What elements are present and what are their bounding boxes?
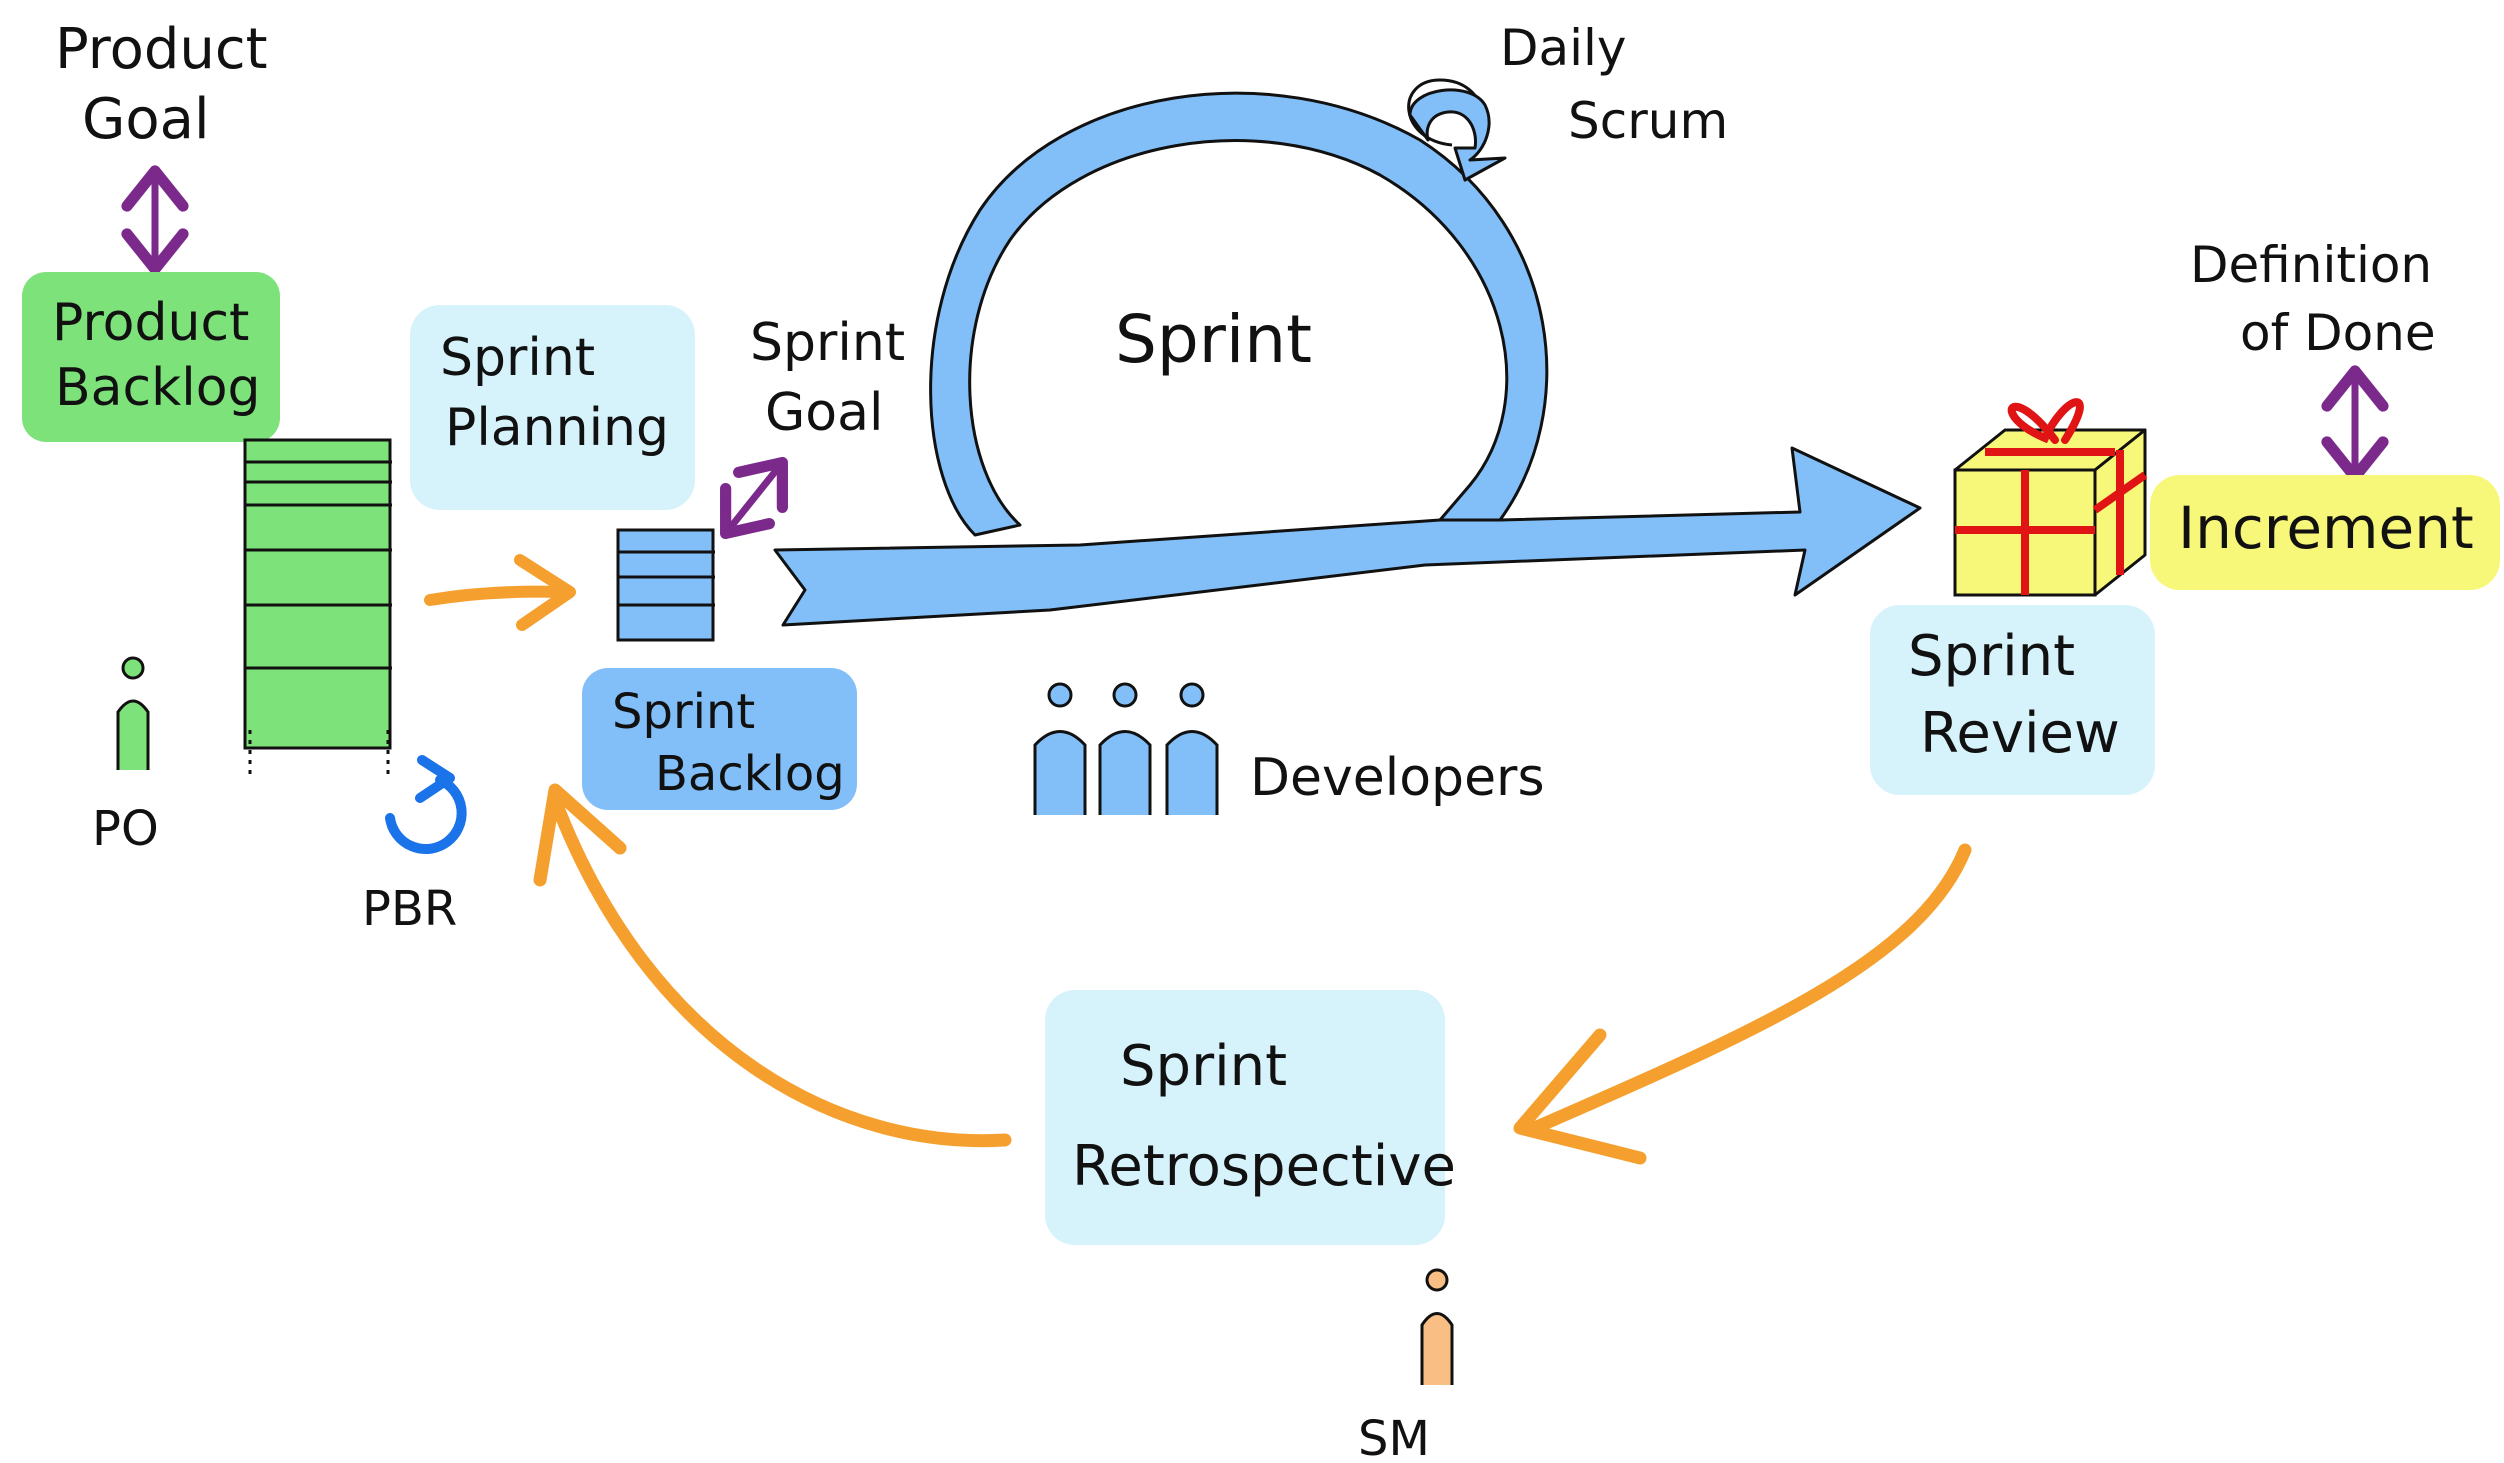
definition-of-done-label-line2: of Done: [2240, 304, 2436, 362]
retro-to-planning-arrow: [533, 783, 1012, 1148]
sprint-planning-label-line2: Planning: [445, 398, 669, 458]
sprint-retrospective-label-line1: Sprint: [1120, 1034, 1287, 1099]
sprint-review-label-line1: Sprint: [1908, 624, 2075, 689]
product-backlog-stack: [243, 438, 392, 775]
increment-box: [2150, 475, 2500, 590]
definition-of-done-label-line1: Definition: [2190, 236, 2432, 294]
people-group-icon: [1033, 682, 1219, 815]
sprint-loop-arrow: [773, 91, 1922, 627]
product-goal-label-line1: Product: [55, 17, 268, 82]
backlog-to-sprint-arrow: [424, 554, 576, 631]
daily-scrum-label-line2: Scrum: [1568, 92, 1728, 150]
sprint-backlog-box: [582, 668, 857, 810]
product-backlog-label-line2: Backlog: [55, 358, 261, 418]
product-goal: Product Goal: [55, 17, 268, 152]
review-to-retro-arrow: [1513, 843, 1972, 1165]
loop-arrow-icon: [1407, 78, 1507, 182]
sm-label: SM: [1358, 1411, 1430, 1463]
developers-label: Developers: [1250, 748, 1545, 808]
sprint-goal-label-line2: Goal: [765, 383, 883, 443]
sprint-goal-arrow: [720, 456, 788, 540]
sprint-retrospective-label-line2: Retrospective: [1072, 1134, 1456, 1199]
sprint-backlog-label-line1: Sprint: [612, 684, 755, 740]
sprint-backlog-stack: [616, 528, 715, 642]
sprint-review-label-line2: Review: [1920, 701, 2120, 766]
sprint-planning-box: [410, 305, 695, 510]
product-backlog-box: [22, 272, 280, 442]
sprint-goal-label-line1: Sprint: [750, 313, 905, 373]
sprint-planning-label-line1: Sprint: [440, 328, 595, 388]
sprint-review-box: [1870, 605, 2155, 795]
product-goal-label-line2: Goal: [82, 87, 210, 152]
sprint-backlog-label-line2: Backlog: [655, 746, 845, 802]
product-backlog-label-line1: Product: [52, 293, 249, 353]
refresh-arrow-icon: [385, 755, 467, 854]
pbr-label: PBR: [362, 881, 457, 937]
sprint-retrospective-box: [1045, 990, 1445, 1245]
person-icon: [116, 656, 150, 770]
sprint-label: Sprint: [1115, 301, 1312, 378]
gift-icon: [1953, 398, 2148, 597]
daily-scrum-label-line1: Daily: [1500, 19, 1627, 77]
person-icon: [1420, 1268, 1454, 1385]
increment-label: Increment: [2178, 494, 2474, 562]
po-label: PO: [92, 801, 159, 857]
